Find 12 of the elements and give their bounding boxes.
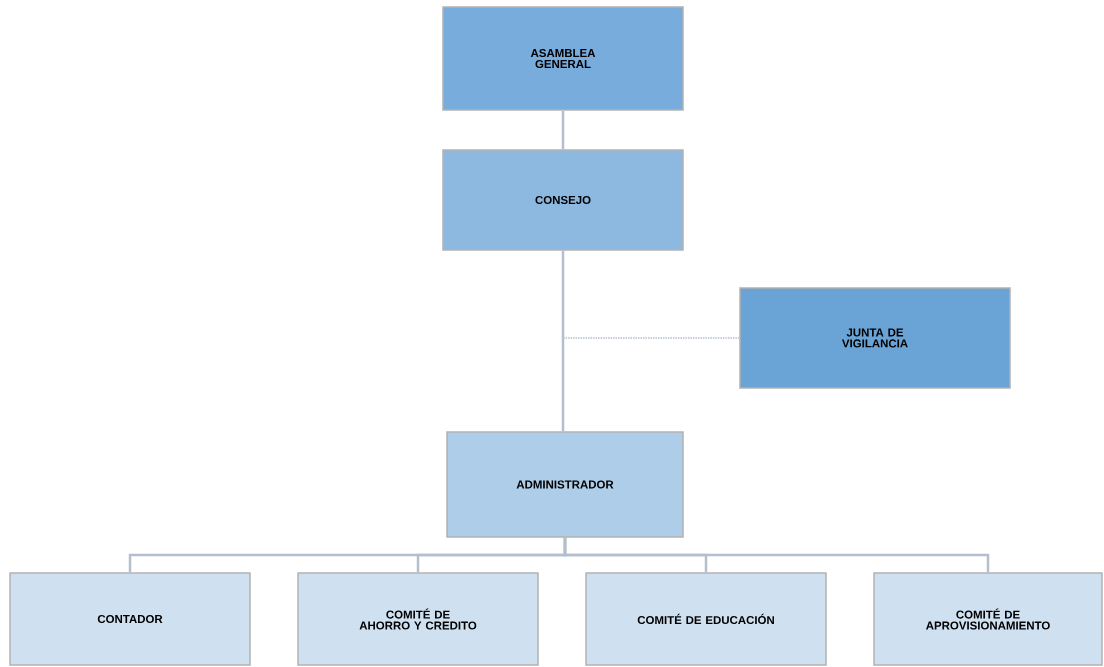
connector-line [563,537,990,573]
org-box: ASAMBLEA GENERAL [442,6,684,111]
org-box: JUNTA DE VIGILANCIA [739,287,1011,389]
org-box: CONTADOR [9,572,251,666]
org-box: COMITÉ DE AHORRO Y CREDITO [297,572,539,666]
org-box: COMITÉ DE EDUCACIÓN [585,572,827,666]
connector-line [562,250,740,339]
org-box: CONSEJO [442,149,684,251]
org-box: ADMINISTRADOR [446,431,684,538]
connector-line [561,110,565,150]
org-box: COMITÉ DE APROVISIONAMIENTO [873,572,1103,666]
connector-line [561,250,565,432]
